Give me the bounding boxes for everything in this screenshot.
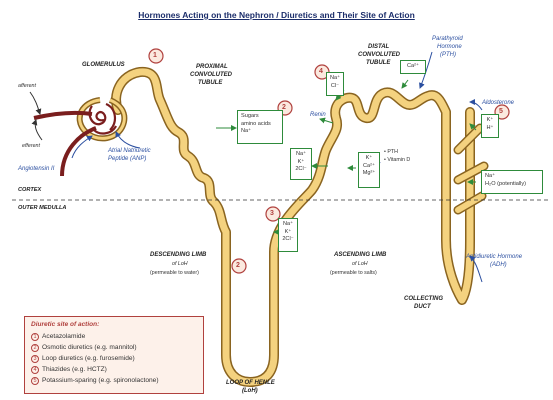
pth-bullet: • PTH (384, 149, 398, 155)
dct-label-2: CONVOLUTED (358, 52, 400, 58)
site-number-3: 3 (270, 210, 274, 217)
anp-label-1: Atrial Natriuretic (108, 148, 151, 154)
loop-label-1: LOOP OF HENLE (226, 380, 275, 386)
adh-label-1: Antidiuretic Hormone (466, 254, 523, 260)
loop-diuretic-box: Na⁺K⁺2Cl⁻ (278, 218, 298, 252)
dct-label-3: TUBULE (366, 60, 391, 66)
anp-label-2: Peptide (ANP) (108, 156, 147, 162)
pct-label-1: PROXIMAL (196, 64, 228, 70)
collecting-duct-label-2: DUCT (414, 304, 431, 310)
pth-label-2: Hormone (437, 44, 462, 50)
aldosterone-label: Aldosterone (482, 100, 515, 106)
desc-limb-label-2: of LoH (172, 261, 188, 267)
renin-label: Renin (310, 112, 326, 118)
thick-ascending-box: Na⁺K⁺2Cl⁻ (290, 148, 312, 180)
outer-medulla-label: OUTER MEDULLA (18, 205, 67, 211)
glomerulus-label: GLOMERULUS (82, 62, 125, 68)
legend-title: Diuretic site of action: (31, 321, 100, 328)
calcium-box: Ca²⁺ (400, 60, 426, 74)
efferent-arteriole (60, 126, 97, 177)
diagram-title: Hormones Acting on the Nephron / Diureti… (138, 10, 415, 20)
site-number-1: 1 (153, 52, 157, 59)
site-number-5: 5 (499, 108, 503, 115)
dct-ions-box: K⁺Ca²⁺Mg²⁺ (358, 152, 380, 188)
desc-limb-label-1: DESCENDING LIMB (150, 252, 207, 258)
collecting-duct-label-1: COLLECTING (404, 296, 443, 302)
pct-label-2: CONVOLUTED (190, 72, 232, 78)
dct-label-1: DISTAL (368, 44, 390, 50)
nephron-tubule (111, 66, 489, 387)
cortex-label: CORTEX (18, 187, 42, 193)
afferent-label: afferent (18, 83, 36, 89)
afferent-arteriole (33, 110, 93, 120)
efferent-label: efferent (22, 143, 40, 149)
pth-label-1: Parathyroid (432, 36, 463, 42)
collecting-duct-box: Na⁺H₂O (potentially) (481, 170, 543, 194)
angiotensin-label: Angiotensin II (18, 166, 55, 172)
desc-limb-label-3: (permeable to water) (150, 270, 199, 276)
asc-limb-label-1: ASCENDING LIMB (334, 252, 387, 258)
dct-nacl-box: Na⁺Cl⁻ (326, 72, 344, 96)
pth-label-3: (PTH) (440, 52, 456, 58)
k-h-box: K⁺H⁺ (481, 114, 499, 138)
site-number-2: 2 (282, 104, 286, 111)
site-number-2b: 2 (236, 262, 240, 269)
hormone-arrows (29, 51, 483, 283)
adh-label-2: (ADH) (490, 262, 507, 268)
asc-limb-label-3: (permeable to salts) (330, 270, 377, 276)
asc-limb-label-2: of LoH (352, 261, 368, 267)
loop-label-2: (LoH) (242, 388, 258, 394)
site-number-4: 4 (319, 68, 323, 75)
pct-label-3: TUBULE (198, 80, 223, 86)
vitd-bullet: • Vitamin D (384, 157, 411, 163)
